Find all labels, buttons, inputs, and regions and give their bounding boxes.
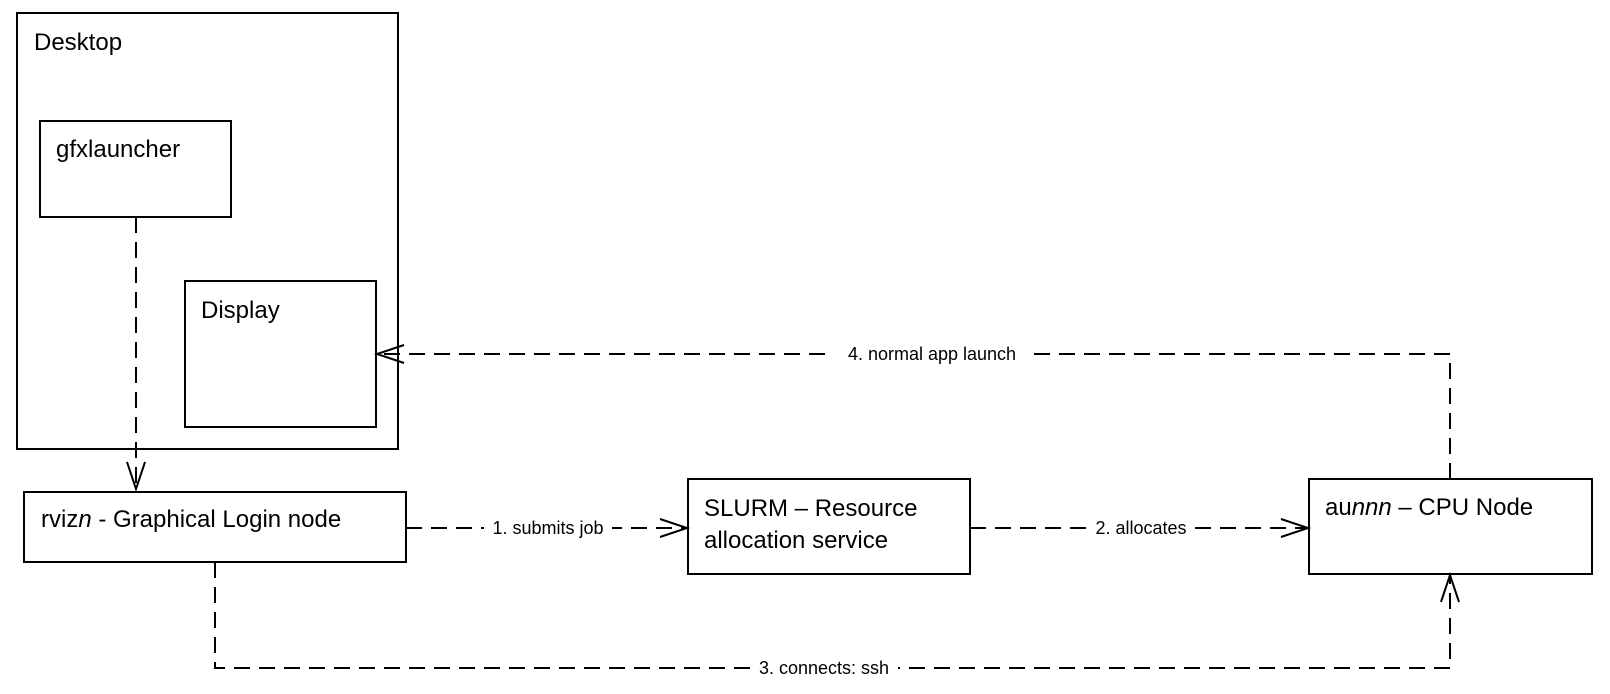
- edge-submits: 1. submits job: [406, 515, 691, 539]
- edge-allocates: 2. allocates: [970, 515, 1312, 539]
- edge-launch-arrowhead: [126, 461, 146, 493]
- cpu-node-label-italic: nnn: [1352, 494, 1392, 521]
- edge-app-launch-arrowhead: [373, 344, 405, 364]
- slurm-label-line1: SLURM – Resource: [704, 495, 917, 522]
- gfxlauncher-node: gfxlauncher: [39, 120, 232, 218]
- gfxlauncher-box: [39, 120, 232, 218]
- display-node: Display: [184, 280, 377, 428]
- login-node-label-italic: n: [78, 506, 91, 533]
- login-node-label: rvizn - Graphical Login node: [41, 506, 341, 533]
- display-label: Display: [201, 297, 280, 324]
- gfxlauncher-label: gfxlauncher: [56, 136, 180, 163]
- edge-submits-label-bg: [484, 515, 612, 539]
- login-node: rvizn - Graphical Login node: [23, 491, 407, 563]
- edge-allocates-label: 2. allocates: [1095, 518, 1186, 538]
- edge-connects-arrowhead: [1440, 571, 1460, 603]
- slurm-label-line2: allocation service: [704, 527, 888, 554]
- edge-app-launch: 4. normal app launch: [373, 341, 1451, 479]
- edge-app-launch-line: [378, 353, 1451, 479]
- slurm-node: SLURM – Resource allocation service: [687, 478, 971, 575]
- display-box: [184, 280, 377, 428]
- edge-launch: [126, 217, 146, 493]
- edge-allocates-label-bg: [1088, 515, 1194, 539]
- cpu-node-label-prefix: au: [1325, 494, 1352, 521]
- login-node-label-prefix: rviz: [41, 506, 78, 533]
- cpu-node-label: aunnn – CPU Node: [1325, 494, 1533, 521]
- edge-connects-line: [214, 562, 1451, 669]
- desktop-label: Desktop: [34, 29, 122, 56]
- edge-app-launch-label-bg: [834, 341, 1030, 365]
- cpu-node-label-suffix: – CPU Node: [1392, 494, 1533, 521]
- edge-connects: 3. connects: ssh: [214, 562, 1460, 679]
- cpu-node: aunnn – CPU Node: [1308, 478, 1593, 575]
- edge-submits-arrowhead: [659, 518, 691, 538]
- login-node-label-suffix: - Graphical Login node: [92, 506, 342, 533]
- slurm-box: [687, 478, 971, 575]
- edge-app-launch-label: 4. normal app launch: [848, 344, 1016, 364]
- edge-connects-label: 3. connects: ssh: [759, 658, 889, 678]
- edge-allocates-arrowhead: [1280, 518, 1312, 538]
- edge-connects-label-bg: [750, 655, 898, 679]
- edge-submits-label: 1. submits job: [492, 518, 603, 538]
